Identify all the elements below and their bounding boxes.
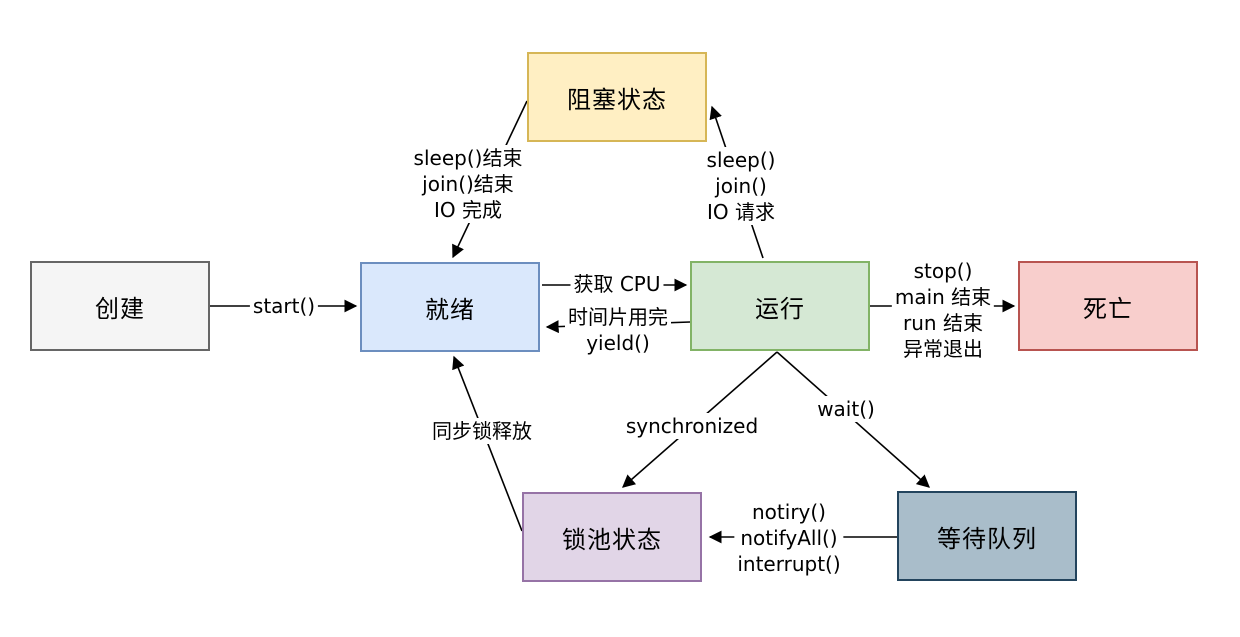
edge-label-notify: notiry() notifyAll() interrupt() xyxy=(734,499,844,577)
node-create: 创建 xyxy=(30,261,210,351)
node-dead: 死亡 xyxy=(1018,261,1198,351)
edge-lock-release-line xyxy=(452,355,523,532)
edge-label-wait: wait() xyxy=(814,396,878,422)
node-running: 运行 xyxy=(690,261,870,351)
node-blocked: 阻塞状态 xyxy=(527,52,707,142)
edge-label-synchronized: synchronized xyxy=(622,413,762,439)
node-wait-queue: 等待队列 xyxy=(897,491,1077,581)
edge-label-timeslice: 时间片用完 yield() xyxy=(565,304,671,356)
edge-label-lock-release: 同步锁释放 xyxy=(429,418,535,444)
edge-label-from-blocked: sleep()结束 join()结束 IO 完成 xyxy=(410,145,526,223)
edge-label-to-dead: stop() main 结束 run 结束 异常退出 xyxy=(891,258,995,362)
edge-label-acquire-cpu: 获取 CPU xyxy=(570,271,664,297)
node-ready: 就绪 xyxy=(360,262,540,352)
node-lock-pool: 锁池状态 xyxy=(522,492,702,582)
edge-label-to-blocked: sleep() join() IO 请求 xyxy=(703,147,779,225)
edge-label-start: start() xyxy=(249,293,319,319)
